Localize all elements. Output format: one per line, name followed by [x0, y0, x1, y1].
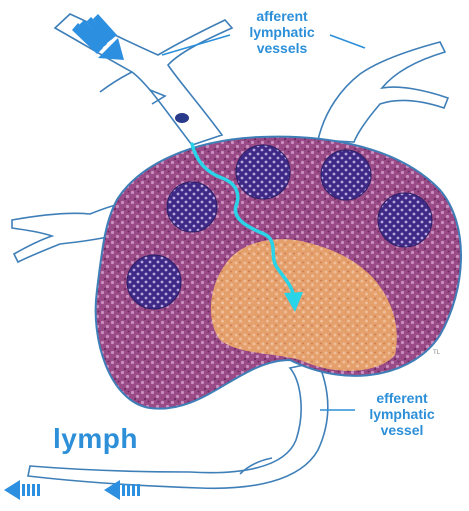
afferent-label-line: vessels: [232, 40, 332, 56]
follicle: [167, 182, 217, 232]
afferent-label: afferent lymphatic vessels: [232, 8, 332, 56]
efferent-label: efferent lymphatic vessel: [352, 390, 452, 438]
lymphocyte-in-vessel: [175, 113, 189, 123]
lymph-label: lymph: [53, 423, 138, 455]
afferent-vessel-right: [318, 42, 448, 142]
efferent-label-line: lymphatic: [352, 406, 452, 422]
lymph-node: [96, 137, 461, 409]
efferent-label-line: vessel: [352, 422, 452, 438]
follicle: [321, 150, 371, 200]
afferent-label-line: lymphatic: [232, 24, 332, 40]
efferent-label-line: efferent: [352, 390, 452, 406]
striped-arrow-icon: [4, 480, 140, 500]
follicle: [236, 145, 290, 199]
author-initials: TL: [433, 349, 440, 356]
follicle: [378, 193, 432, 247]
follicle: [127, 255, 181, 309]
afferent-label-line: afferent: [232, 8, 332, 24]
